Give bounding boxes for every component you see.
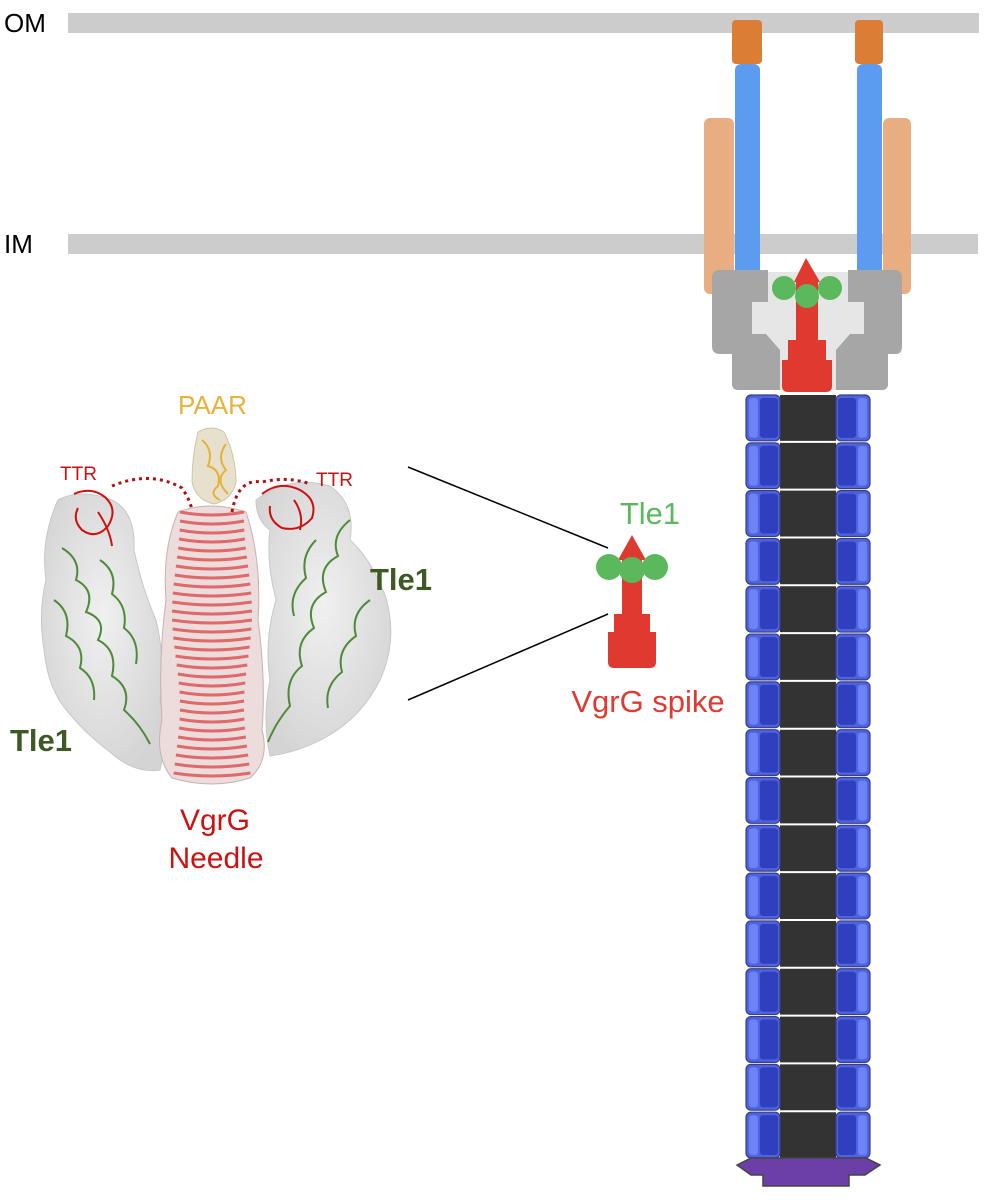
needle-helix-stripe [179, 699, 245, 706]
needle-helix-stripe [179, 690, 245, 697]
vgrg-needle-label-line2: Needle [168, 842, 263, 875]
purple-baseplate-cap [735, 1157, 882, 1187]
needle-helix-stripe [179, 717, 245, 724]
paar-label: PAAR [178, 390, 247, 420]
needle-helix-stripe [178, 537, 246, 544]
sheath-ring [745, 585, 871, 633]
blue-channel-right [857, 64, 882, 278]
inner-tube [780, 395, 836, 1163]
needle-helix-stripe [177, 735, 247, 742]
tan-subunit-right [883, 118, 911, 294]
paar-ribbon [201, 439, 229, 501]
sheath-ring [745, 872, 871, 920]
sheath-ring [745, 442, 871, 490]
sheath-ring [745, 394, 871, 442]
needle-helix-stripe [179, 528, 245, 535]
sheath-ring [745, 729, 871, 777]
vgrg-spike-shape [608, 535, 656, 668]
needle-helix-stripe [179, 708, 245, 715]
schematic-spike: Tle1 VgrG spike [571, 496, 724, 719]
tan-subunit-left [704, 118, 734, 294]
baseplate-tle1-dot [795, 284, 819, 308]
needle-helix-stripe [177, 546, 247, 553]
vgrg-spike-label: VgrG spike [571, 684, 724, 719]
sheath-ring [745, 920, 871, 968]
needle-helix-stripe [175, 564, 249, 571]
needle-helix-stripe [177, 672, 247, 679]
baseplate-right [836, 270, 902, 390]
ttr-ribbon-right [261, 484, 315, 531]
ttr-label-right: TTR [316, 470, 353, 491]
needle-helix-stripe [176, 555, 248, 562]
tle1-ribbon-left [53, 547, 151, 745]
vgrg-needle-helix [171, 510, 253, 778]
zoom-line-bottom [407, 613, 609, 701]
needle-helix-stripe [175, 753, 249, 760]
orange-cap-right [855, 20, 883, 64]
membranes: OM IM [4, 8, 979, 259]
sheath-ring [745, 681, 871, 729]
needle-helix-stripe [173, 771, 251, 778]
needle-helix-stripe [171, 618, 253, 625]
sheath-ring [745, 1111, 871, 1159]
tle1-dot [642, 554, 668, 580]
sheath-ring [745, 490, 871, 538]
om-label: OM [4, 8, 46, 38]
sheath-ring [745, 824, 871, 872]
vgrg-needle-label-line1: VgrG [180, 804, 250, 837]
cryoem-structure: PAAR TTR TTR Tle1 Tle1 VgrG Needle [10, 390, 432, 875]
needle-helix-stripe [179, 519, 245, 526]
tle1-dot [596, 554, 622, 580]
blue-channel-left [735, 64, 760, 278]
baseplate [712, 258, 902, 392]
tle1-density-left [40, 493, 165, 772]
sheath [735, 394, 882, 1187]
sheath-ring [745, 1063, 871, 1111]
needle-helix-stripe [173, 582, 251, 589]
sheath-ring [745, 537, 871, 585]
ttr-label-left: TTR [60, 464, 97, 485]
needle-helix-stripe [179, 510, 245, 517]
orange-cap-left [732, 20, 762, 64]
inner-membrane [68, 234, 978, 254]
ttr-ribbon-left [73, 489, 114, 547]
needle-helix-stripe [176, 744, 248, 751]
needle-helix-stripe [174, 762, 250, 769]
baseplate-tle1-dot [772, 276, 796, 300]
tle1-dot [619, 557, 645, 583]
needle-helix-stripe [172, 627, 252, 634]
tle1-ribbon-right [267, 519, 371, 743]
needle-helix-stripe [171, 609, 253, 616]
needle-helix-stripe [178, 726, 246, 733]
outer-membrane [68, 13, 979, 33]
needle-helix-stripe [176, 663, 248, 670]
baseplate-tle1-dot [818, 276, 842, 300]
sheath-ring [745, 633, 871, 681]
needle-helix-stripe [178, 681, 246, 688]
needle-helix-stripe [172, 600, 252, 607]
sheath-ring [745, 968, 871, 1016]
vgrg-needle-density [159, 505, 265, 785]
ttr-linker-left [111, 476, 194, 511]
im-label: IM [4, 229, 33, 259]
membrane-complex [704, 20, 911, 294]
tle1-label-structure-right: Tle1 [370, 562, 432, 597]
needle-helix-stripe [174, 573, 250, 580]
needle-helix-stripe [175, 654, 249, 661]
baseplate-left [712, 270, 780, 390]
sheath-ring [745, 1015, 871, 1063]
tle1-label-structure-left: Tle1 [10, 723, 72, 758]
zoom-connector [407, 466, 609, 701]
needle-helix-stripe [174, 645, 250, 652]
tle1-schematic-label: Tle1 [620, 496, 680, 531]
sheath-ring [745, 776, 871, 824]
zoom-line-top [407, 466, 609, 549]
needle-helix-stripe [173, 636, 251, 643]
needle-helix-stripe [172, 591, 252, 598]
baseplate-vgrg-spike [782, 258, 832, 392]
sheath-rings [745, 394, 871, 1159]
